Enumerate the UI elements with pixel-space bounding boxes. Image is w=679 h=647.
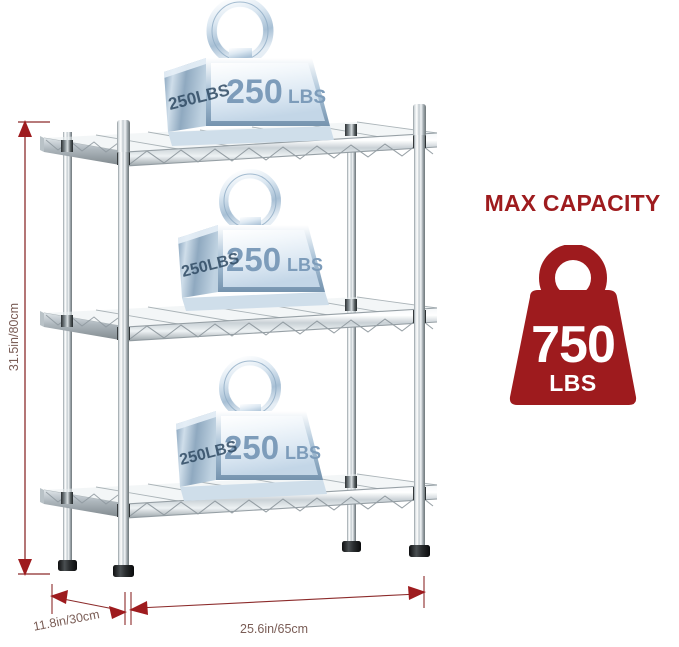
max-capacity-unit: LBS: [549, 370, 597, 396]
shelf-weight-top: 250 LBS 250LBS: [164, 0, 334, 146]
shelf-weight-middle: 250 LBS 250LBS: [178, 169, 329, 311]
max-capacity-panel: MAX CAPACITY 750 LBS: [466, 190, 679, 440]
dimension-width-line: [129, 576, 426, 625]
dimension-height-label: 31.5in/80cm: [7, 302, 21, 372]
dimension-width-label: 25.6in/65cm: [240, 622, 309, 636]
post-rear-left: [63, 132, 72, 562]
dimension-depth-line: [50, 584, 127, 625]
sleeve-front-left-top: [117, 120, 130, 154]
max-capacity-title: MAX CAPACITY: [484, 190, 661, 216]
collar-top-rear-right: [345, 124, 357, 136]
sleeve-front-right-top: [413, 104, 426, 137]
shelf-weight-unit-middle: LBS: [287, 255, 323, 275]
shelf-weight-value-bottom: 250: [224, 429, 279, 466]
foot-front-right: [409, 545, 430, 557]
shelf-weight-value-top: 250: [226, 73, 283, 111]
post-rear-right: [347, 148, 356, 548]
shelf-weight-value-middle: 250: [226, 241, 281, 278]
collar-top-rear-left: [61, 140, 73, 152]
shelf-weight-unit-top: LBS: [288, 87, 326, 108]
post-front-right: [414, 135, 425, 547]
dimension-height-line: [18, 120, 50, 576]
foot-rear-left: [58, 560, 77, 571]
weight-icon: 750 LBS: [500, 245, 646, 410]
foot-rear-right: [342, 541, 361, 552]
collar-bottom-rear-left: [61, 492, 73, 504]
collar-middle-rear-left: [61, 315, 73, 327]
foot-front-left: [113, 565, 134, 577]
max-capacity-value: 750: [531, 316, 616, 374]
shelf-weight-unit-bottom: LBS: [285, 443, 321, 463]
post-front-left: [118, 152, 129, 567]
shelf-weight-bottom: 250 LBS 250LBS: [176, 356, 327, 501]
collar-bottom-rear-right: [345, 476, 357, 488]
collar-middle-rear-right: [345, 299, 357, 311]
